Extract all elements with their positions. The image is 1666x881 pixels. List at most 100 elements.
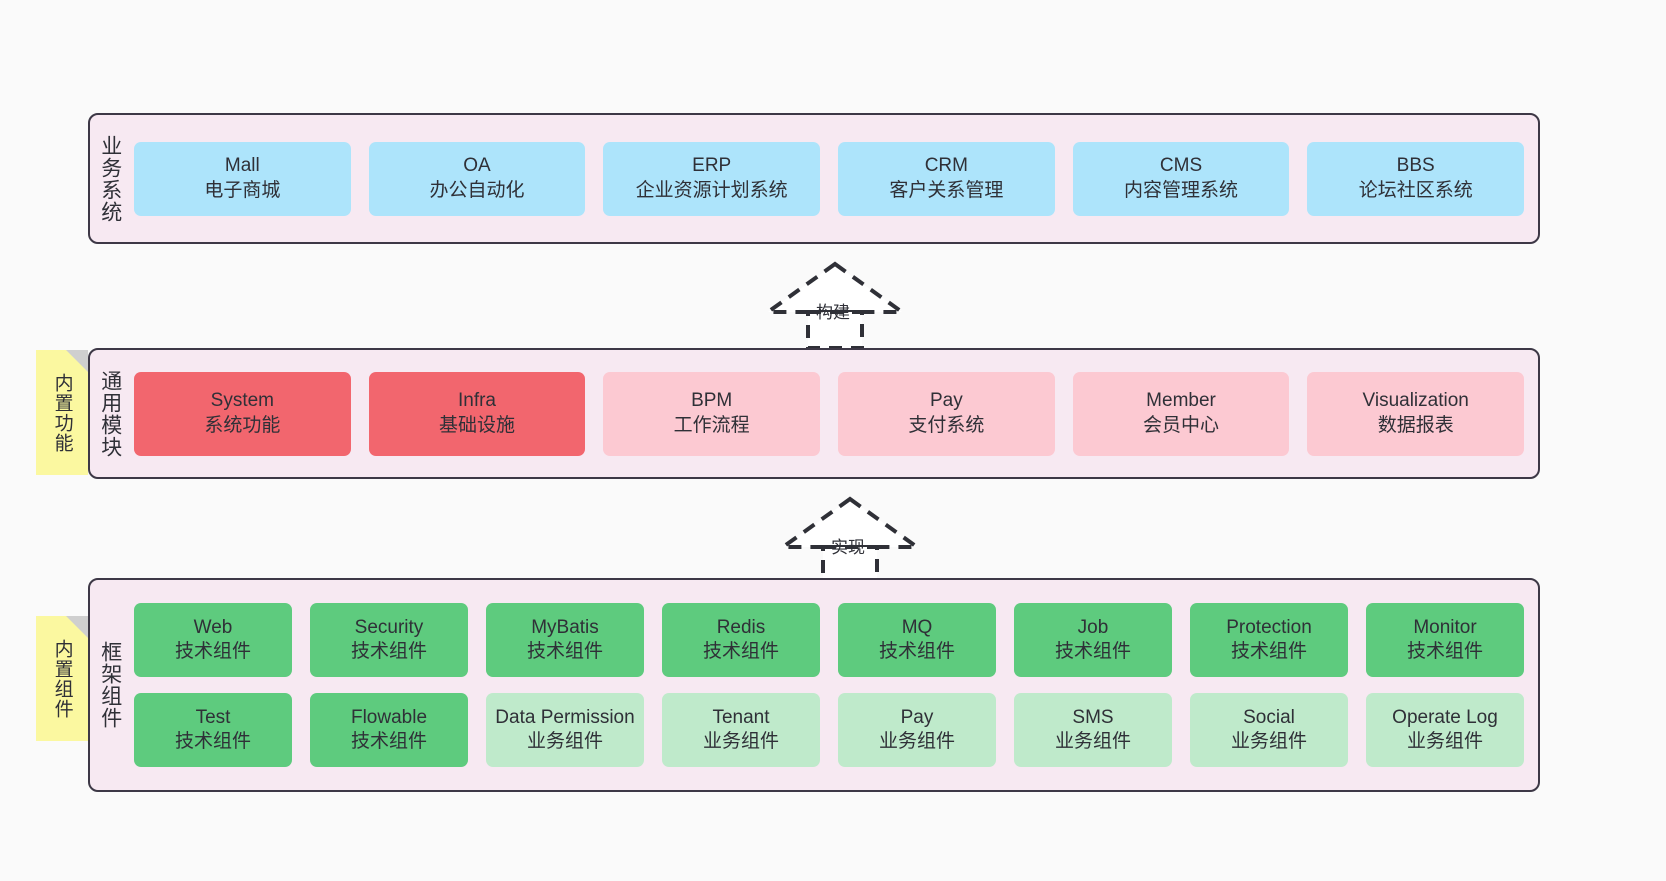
node-title: CRM: [924, 155, 968, 177]
node-tenant[interactable]: Tenant 业务组件: [662, 693, 820, 767]
node-subtitle: 办公自动化: [429, 179, 525, 201]
note-label: 内置组件: [51, 638, 73, 719]
node-title: Pay: [900, 706, 934, 728]
node-row: Web 技术组件 Security 技术组件 MyBatis 技术组件 Redi…: [134, 603, 1524, 677]
node-title: Tenant: [712, 706, 770, 728]
note-label: 内置功能: [51, 372, 73, 453]
node-title: OA: [463, 155, 491, 177]
node-subtitle: 技术组件: [878, 641, 955, 662]
node-title: BBS: [1396, 155, 1435, 177]
node-subtitle: 电子商城: [204, 179, 281, 201]
node-erp[interactable]: ERP 企业资源计划系统: [603, 141, 821, 216]
layer-framework-component[interactable]: 框架组件 Web 技术组件 Security 技术组件 MyBatis 技术组件…: [88, 578, 1540, 792]
node-title: SMS: [1072, 706, 1114, 728]
node-title: Infra: [457, 390, 497, 412]
node-subtitle: 技术组件: [350, 641, 427, 662]
node-subtitle: 技术组件: [1406, 641, 1483, 662]
node-subtitle: 技术组件: [350, 731, 427, 752]
node-visualization[interactable]: Visualization 数据报表: [1307, 371, 1525, 456]
node-title: Protection: [1226, 616, 1312, 638]
node-subtitle: 业务组件: [878, 731, 955, 752]
node-mybatis[interactable]: MyBatis 技术组件: [486, 603, 644, 677]
connector-label-build: 构建: [816, 303, 850, 322]
node-subtitle: 业务组件: [1230, 731, 1307, 752]
node-title: Mall: [224, 155, 260, 177]
node-title: Visualization: [1362, 390, 1469, 412]
node-data-permission[interactable]: Data Permission 业务组件: [486, 693, 644, 767]
node-title: Job: [1077, 616, 1109, 638]
node-mall[interactable]: Mall 电子商城: [134, 141, 351, 216]
node-cms[interactable]: CMS 内容管理系统: [1072, 141, 1290, 216]
node-mq[interactable]: MQ 技术组件: [838, 603, 996, 677]
node-oa[interactable]: OA 办公自动化: [368, 141, 586, 216]
node-infra[interactable]: Infra 基础设施: [368, 371, 586, 456]
node-row: Test 技术组件 Flowable 技术组件 Data Permission …: [134, 693, 1524, 767]
node-subtitle: 论坛社区系统: [1358, 179, 1473, 201]
node-subtitle: 企业资源计划系统: [635, 179, 788, 201]
node-flowable[interactable]: Flowable 技术组件: [310, 693, 468, 767]
layer-title-framework-component: 框架组件: [98, 641, 122, 729]
node-test[interactable]: Test 技术组件: [134, 693, 292, 767]
node-title: Test: [195, 706, 231, 728]
node-subtitle: 业务组件: [702, 731, 779, 752]
node-subtitle: 技术组件: [174, 641, 251, 662]
node-bbs[interactable]: BBS 论坛社区系统: [1307, 141, 1525, 216]
node-redis[interactable]: Redis 技术组件: [662, 603, 820, 677]
node-protection[interactable]: Protection 技术组件: [1190, 603, 1348, 677]
node-title: BPM: [691, 390, 733, 412]
node-subtitle: 会员中心: [1143, 414, 1220, 436]
layer-body-framework-component: Web 技术组件 Security 技术组件 MyBatis 技术组件 Redi…: [130, 580, 1538, 790]
node-subtitle: 技术组件: [1054, 641, 1131, 662]
node-title: Monitor: [1413, 616, 1477, 638]
node-title: MyBatis: [531, 616, 599, 638]
node-job[interactable]: Job 技术组件: [1014, 603, 1172, 677]
node-subtitle: 业务组件: [526, 731, 603, 752]
node-pay-business[interactable]: Pay 业务组件: [838, 693, 996, 767]
node-system[interactable]: System 系统功能: [134, 371, 351, 456]
node-subtitle: 业务组件: [1406, 731, 1483, 752]
node-sms[interactable]: SMS 业务组件: [1014, 693, 1172, 767]
node-title: Redis: [716, 616, 766, 638]
note-builtin-functions[interactable]: 内置功能: [36, 350, 88, 475]
node-crm[interactable]: CRM 客户关系管理: [838, 141, 1055, 216]
node-title: Flowable: [350, 706, 428, 728]
node-web[interactable]: Web 技术组件: [134, 603, 292, 677]
node-title: MQ: [901, 616, 933, 638]
node-subtitle: 支付系统: [908, 414, 985, 436]
node-title: ERP: [692, 155, 732, 177]
layer-common-module[interactable]: 通用模块 System 系统功能 Infra 基础设施 BPM 工作流程 Pay…: [88, 348, 1540, 479]
node-subtitle: 技术组件: [174, 731, 251, 752]
node-monitor[interactable]: Monitor 技术组件: [1366, 603, 1524, 677]
node-operate-log[interactable]: Operate Log 业务组件: [1366, 693, 1524, 767]
node-member[interactable]: Member 会员中心: [1072, 371, 1290, 456]
connector-implement: 实现: [765, 493, 935, 585]
node-subtitle: 系统功能: [204, 414, 281, 436]
node-subtitle: 技术组件: [526, 641, 603, 662]
layer-business-system[interactable]: 业务系统 Mall 电子商城 OA 办公自动化 ERP 企业资源计划系统 CRM…: [88, 113, 1540, 244]
node-subtitle: 数据报表: [1377, 414, 1454, 436]
node-subtitle: 工作流程: [673, 414, 750, 436]
node-bpm[interactable]: BPM 工作流程: [603, 371, 821, 456]
arrowhead-triangle: [761, 261, 909, 314]
node-title: Pay: [929, 390, 963, 412]
layer-title-business-system: 业务系统: [98, 134, 122, 223]
node-title: Member: [1146, 390, 1216, 412]
node-title: Data Permission: [495, 706, 635, 728]
node-social[interactable]: Social 业务组件: [1190, 693, 1348, 767]
node-title: Web: [193, 616, 233, 638]
node-subtitle: 技术组件: [702, 641, 779, 662]
node-pay[interactable]: Pay 支付系统: [838, 371, 1055, 456]
note-builtin-components[interactable]: 内置组件: [36, 616, 88, 741]
layer-body-common-module: System 系统功能 Infra 基础设施 BPM 工作流程 Pay 支付系统…: [130, 350, 1538, 477]
node-security[interactable]: Security 技术组件: [310, 603, 468, 677]
connector-build: 构建: [750, 258, 920, 350]
node-subtitle: 基础设施: [439, 414, 516, 436]
arrowhead-triangle: [776, 496, 924, 549]
node-row: Mall 电子商城 OA 办公自动化 ERP 企业资源计划系统 CRM 客户关系…: [134, 141, 1525, 216]
node-title: Operate Log: [1392, 706, 1498, 728]
node-subtitle: 内容管理系统: [1124, 179, 1239, 201]
node-title: System: [210, 390, 275, 412]
arrow-stem: [821, 545, 879, 585]
node-subtitle: 业务组件: [1054, 731, 1131, 752]
